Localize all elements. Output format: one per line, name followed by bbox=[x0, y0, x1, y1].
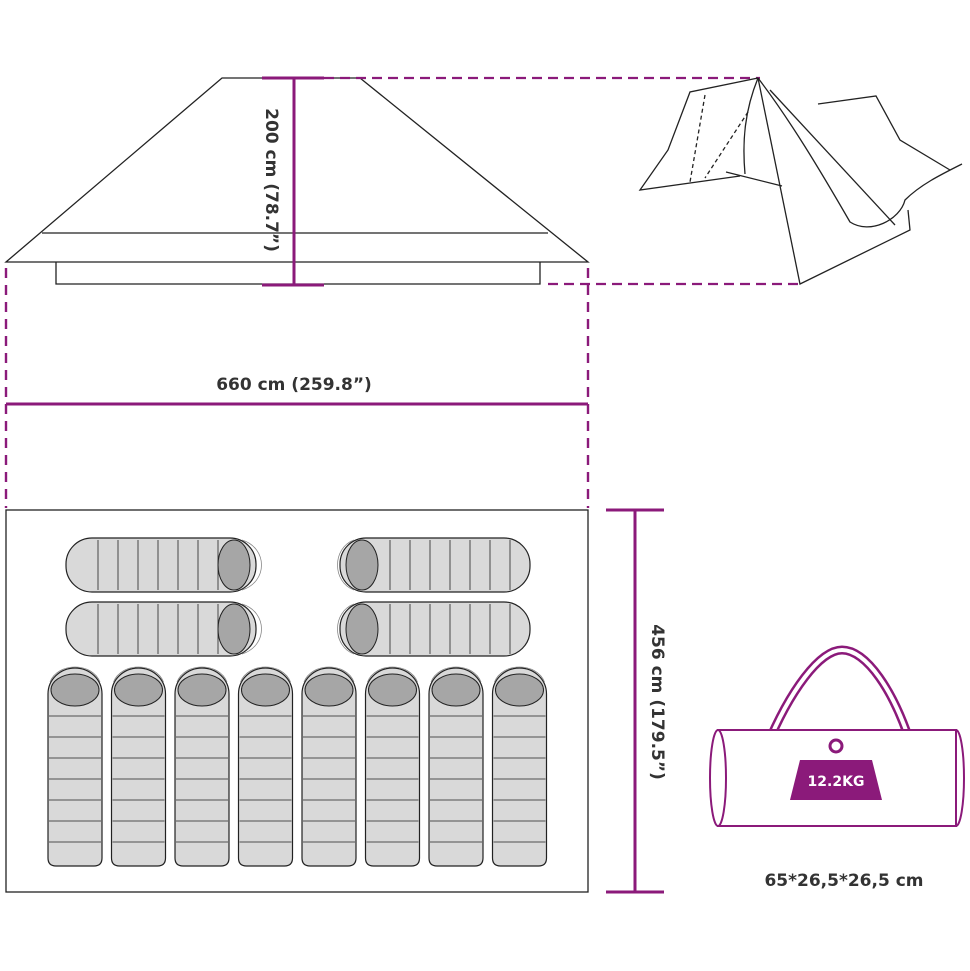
sleeping-bag-vertical bbox=[301, 666, 357, 867]
sleeping-bag-horizontal bbox=[337, 601, 531, 657]
sleeping-bag-horizontal bbox=[65, 537, 262, 593]
height-dimension-marker bbox=[262, 76, 324, 287]
width-label: 660 cm (259.8”) bbox=[216, 375, 372, 395]
sleeping-bag-vertical bbox=[491, 666, 548, 867]
height-label: 200 cm (78.7”) bbox=[261, 108, 281, 252]
tent-side-view bbox=[638, 77, 963, 285]
sleeping-bag-vertical bbox=[237, 666, 294, 867]
depth-label: 456 cm (179.5”) bbox=[647, 624, 667, 780]
width-dashed-box bbox=[4, 268, 590, 508]
package-size-label: 65*26,5*26,5 cm bbox=[764, 871, 923, 891]
sleeping-bag-horizontal bbox=[337, 537, 531, 593]
side-view-guides bbox=[324, 76, 800, 286]
sleeping-bag-vertical bbox=[428, 666, 484, 867]
weight-label: 12.2KG bbox=[808, 774, 865, 790]
sleeping-bags bbox=[47, 537, 548, 867]
sleeping-bag-vertical bbox=[364, 666, 421, 867]
weight-tag-icon bbox=[790, 738, 882, 800]
sleeping-bag-vertical bbox=[47, 666, 103, 867]
tent-front-view bbox=[4, 77, 590, 285]
sleeping-bag-vertical bbox=[174, 666, 230, 867]
sleeping-bag-vertical bbox=[110, 666, 167, 867]
sleeping-bag-horizontal bbox=[65, 601, 262, 657]
depth-dimension-marker bbox=[606, 508, 664, 894]
